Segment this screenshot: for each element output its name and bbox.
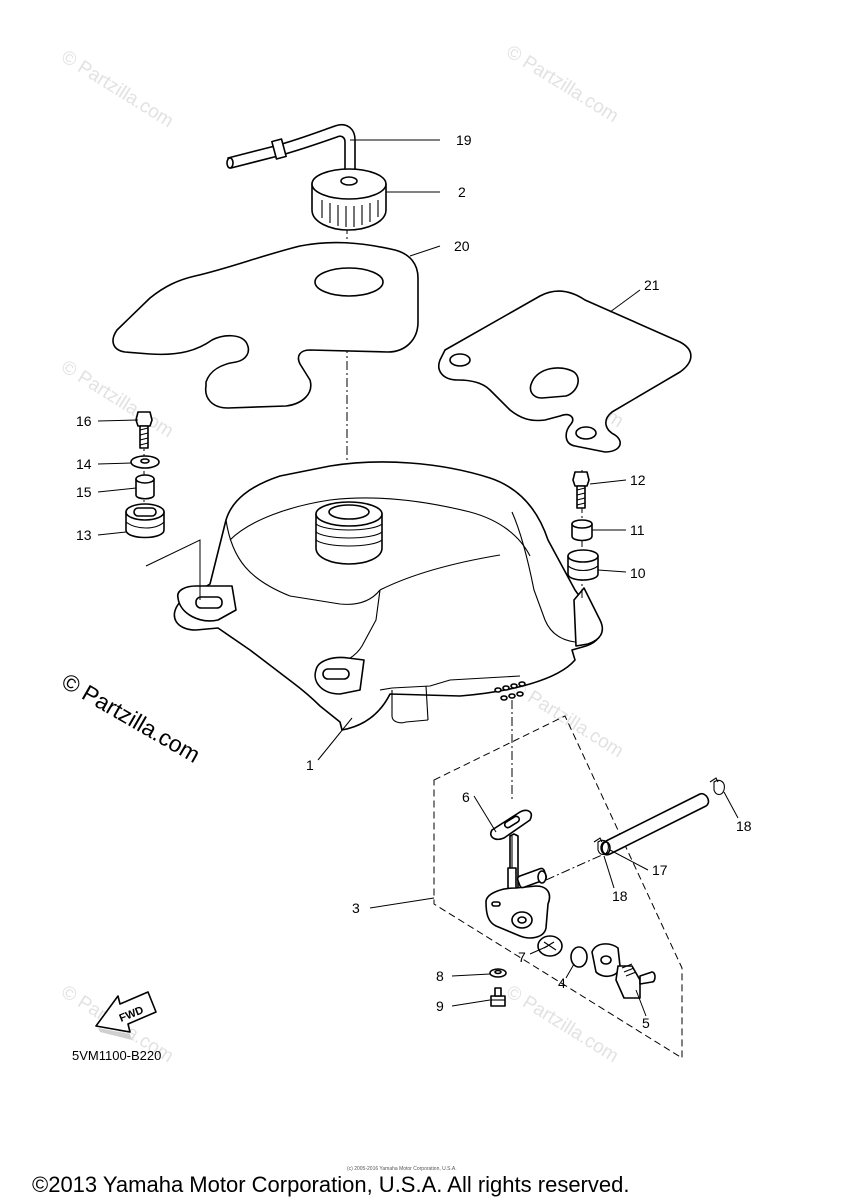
watermark: © Partzilla.com: [507, 676, 627, 762]
petcock-mount-holes: [494, 681, 526, 701]
callout-19: 19: [456, 132, 472, 148]
fuel-cap: [311, 168, 387, 231]
screw-petcock: [490, 987, 506, 1007]
callout-2: 2: [458, 184, 466, 200]
hose-clip-lower: [593, 837, 609, 856]
callout-11: 11: [630, 522, 645, 538]
callout-21: 21: [644, 277, 660, 293]
diagram-code: 5VM1100-B220: [72, 1048, 161, 1063]
callout-12: 12: [630, 472, 646, 488]
callout-6: 6: [462, 789, 470, 805]
fwd-arrow-icon: FWD: [95, 991, 157, 1040]
callout-18: 18: [736, 818, 752, 834]
damper-left: [125, 503, 165, 539]
callout-17: 17: [652, 862, 668, 878]
watermark: © Partzilla.com: [502, 981, 622, 1067]
callout-10: 10: [630, 565, 646, 581]
callout-labels: 19 2 20 21 16 14 15 13 12 11 10 1 6 3 18…: [76, 132, 752, 1031]
lever-packing: [537, 935, 563, 957]
callout-4: 4: [558, 975, 566, 991]
callout-18: 18: [612, 888, 628, 904]
copyright-footer: ©2013 Yamaha Motor Corporation, U.S.A. A…: [32, 1172, 629, 1197]
fuel-cock-lever: [591, 943, 656, 999]
fuel-cock: [485, 833, 551, 939]
callout-5: 5: [642, 1015, 650, 1031]
petcock-assembly-box: [433, 715, 683, 1059]
breather-hose: [226, 124, 356, 177]
callout-9: 9: [436, 998, 444, 1014]
callout-3: 3: [352, 900, 360, 916]
callout-14: 14: [76, 456, 92, 472]
leader-lines: [97, 139, 739, 1017]
callout-13: 13: [76, 527, 92, 543]
fine-print: (c) 2005-2016 Yamaha Motor Corporation, …: [347, 1166, 457, 1172]
o-ring: [570, 946, 588, 968]
watermark-prominent: © Partzilla.com: [58, 668, 205, 768]
watermark: © Partzilla.com: [57, 356, 177, 442]
callout-8: 8: [436, 968, 444, 984]
left-mount-link-line: [145, 539, 201, 600]
callout-7: 7: [518, 949, 526, 965]
callout-16: 16: [76, 413, 92, 429]
watermark: © Partzilla.com: [502, 41, 622, 127]
collar-right: [571, 519, 593, 542]
collar-left: [135, 474, 155, 500]
watermark: © Partzilla.com: [57, 46, 177, 132]
hose-clip-upper: [709, 777, 725, 796]
washer-petcock: [489, 968, 507, 978]
fuel-hose: [600, 792, 710, 856]
callout-1: 1: [306, 757, 314, 773]
washer-left: [130, 455, 160, 469]
tank-cover-pad: [112, 241, 419, 409]
tank-bracket-plate: [438, 290, 692, 453]
bolt-right: [572, 471, 590, 509]
callout-15: 15: [76, 484, 92, 500]
fuel-tank: [173, 461, 604, 731]
damper-right: [567, 549, 599, 581]
callout-20: 20: [454, 238, 470, 254]
petcock-gasket: [489, 809, 533, 841]
